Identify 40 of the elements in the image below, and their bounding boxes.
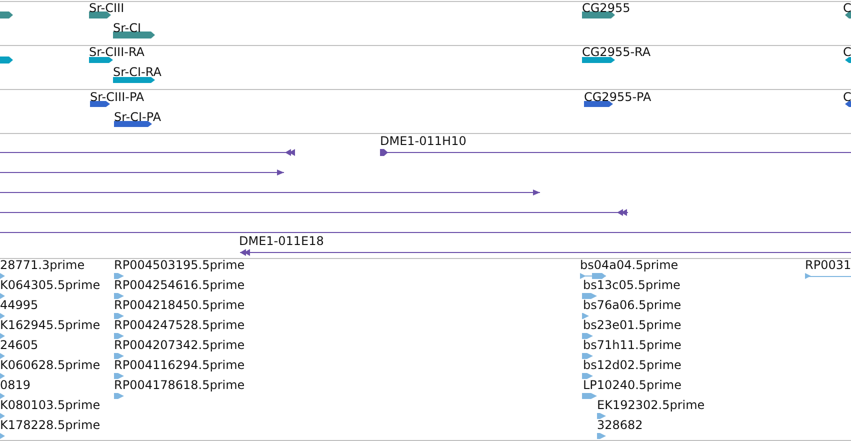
feature-label: RP004254616.5prime bbox=[114, 278, 245, 292]
feature-label: Sr-CI bbox=[113, 21, 142, 35]
feature-label: Sr-CI-PA bbox=[114, 110, 162, 124]
feature-label: 44995 bbox=[0, 298, 38, 312]
feature-label: Sr-CIII-PA bbox=[90, 90, 144, 104]
feature-label: 28771.3prime bbox=[0, 258, 85, 272]
feature-label: K080103.5prime bbox=[0, 398, 100, 412]
feature-label: RP004247528.5prime bbox=[114, 318, 245, 332]
clone-label: DME1-011E18 bbox=[239, 234, 324, 248]
feature-label: K060628.5prime bbox=[0, 358, 100, 372]
feature-label: 24605 bbox=[0, 338, 38, 352]
feature-label: RP004116294.5prime bbox=[114, 358, 245, 372]
clone-label: DME1-011H10 bbox=[380, 134, 466, 148]
feature-label: Sr-CIII bbox=[89, 1, 124, 15]
feature-label: K162945.5prime bbox=[0, 318, 100, 332]
feature-label: bs76a06.5prime bbox=[583, 298, 682, 312]
feature-label: RP004503195.5prime bbox=[114, 258, 245, 272]
feature-label: RP004178618.5prime bbox=[114, 378, 245, 392]
feature-label: C bbox=[843, 45, 851, 59]
feature-label: EK192302.5prime bbox=[597, 398, 705, 412]
feature-label: Sr-CIII-RA bbox=[89, 45, 144, 59]
feature-label: K178228.5prime bbox=[0, 418, 100, 432]
feature-label: K064305.5prime bbox=[0, 278, 100, 292]
feature-label: CG2955-PA bbox=[584, 90, 652, 104]
feature-label: bs71h11.5prime bbox=[583, 338, 682, 352]
feature-label: CG2955-RA bbox=[582, 45, 651, 59]
feature-label: 0819 bbox=[0, 378, 31, 392]
feature-label: bs13c05.5prime bbox=[583, 278, 680, 292]
feature-label: bs23e01.5prime bbox=[583, 318, 682, 332]
feature-label: 328682 bbox=[597, 418, 643, 432]
feature-label: CG2955 bbox=[582, 1, 630, 15]
feature-label: RP004207342.5prime bbox=[114, 338, 245, 352]
feature-label: C bbox=[843, 90, 851, 104]
feature-label: Sr-CI-RA bbox=[113, 65, 162, 79]
feature-label: bs12d02.5prime bbox=[583, 358, 682, 372]
feature-label: LP10240.5prime bbox=[583, 378, 682, 392]
feature-label: bs04a04.5prime bbox=[580, 258, 678, 272]
feature-label: RP004218450.5prime bbox=[114, 298, 245, 312]
feature-label: C bbox=[843, 1, 851, 15]
feature-label: RP0031 bbox=[805, 258, 851, 272]
